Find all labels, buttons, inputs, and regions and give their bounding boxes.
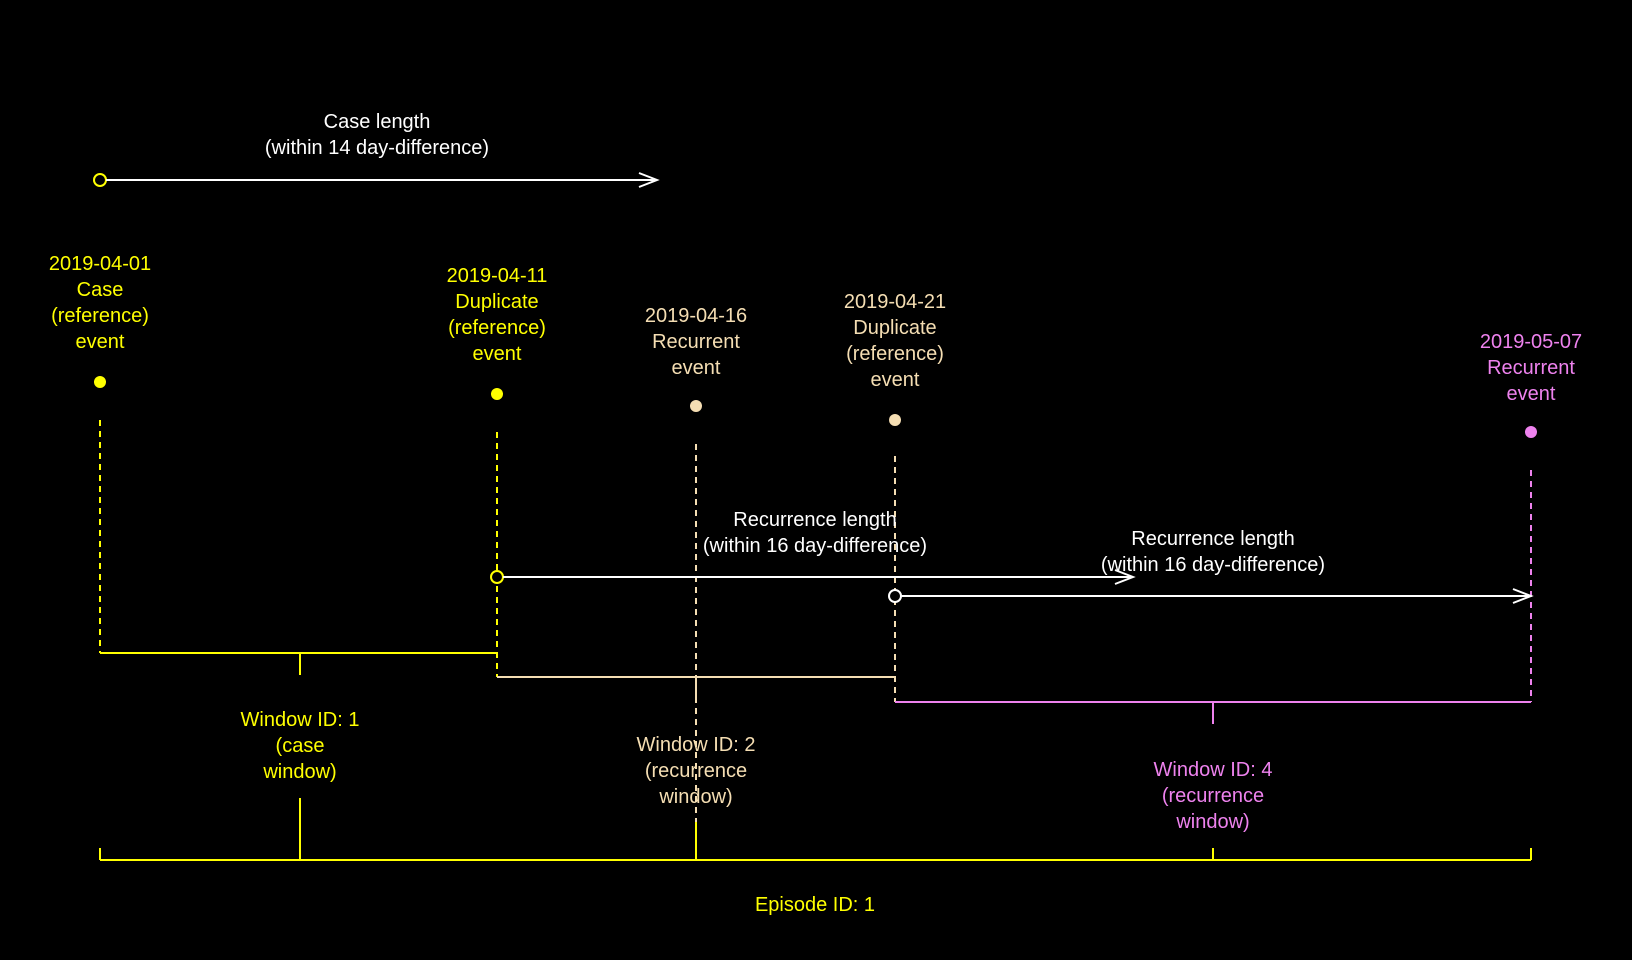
window-label-2-line-2: window) xyxy=(658,786,732,808)
event-label-5-line-2: event xyxy=(1507,383,1556,405)
recurrence-length-1-start-marker xyxy=(490,570,504,584)
event-label-4-line-3: event xyxy=(871,369,920,391)
event-label-1-line-3: event xyxy=(76,331,125,353)
episode-label: Episode ID: 1 xyxy=(755,894,875,916)
event-dot-2 xyxy=(491,388,503,400)
window-label-1-line-1: (case xyxy=(276,735,325,757)
event-label-2-line-2: (reference) xyxy=(448,317,546,339)
window-label-3-line-2: window) xyxy=(1175,811,1249,833)
recurrence-length-2-label-line-0: Recurrence length xyxy=(1131,528,1294,550)
recurrence-length-1-arrow-head xyxy=(1114,569,1136,585)
case-length-label-line-0: Case length xyxy=(324,111,431,133)
window-label-3-line-1: (recurrence xyxy=(1162,785,1264,807)
window-label-2-line-0: Window ID: 2 xyxy=(637,734,756,756)
event-label-4-line-1: Duplicate xyxy=(853,317,936,339)
recurrence-length-2-arrow-head xyxy=(1512,588,1534,604)
event-dot-1 xyxy=(94,376,106,388)
recurrence-length-1-label-line-0: Recurrence length xyxy=(733,509,896,531)
event-label-2-line-0: 2019-04-11 xyxy=(447,265,548,287)
event-label-2-line-1: Duplicate xyxy=(455,291,538,313)
event-dot-4 xyxy=(889,414,901,426)
recurrence-length-2-start-marker xyxy=(888,589,902,603)
window-label-1-line-0: Window ID: 1 xyxy=(241,709,360,731)
event-label-3-line-2: event xyxy=(672,357,721,379)
event-label-5-line-0: 2019-05-07 xyxy=(1480,331,1582,353)
event-label-3-line-1: Recurrent xyxy=(652,331,740,353)
window-label-2-line-1: (recurrence xyxy=(645,760,747,782)
diagram-labels: Case length (within 14 day-difference) 201… xyxy=(49,111,1582,916)
recurrence-length-1-label-line-1: (within 16 day-difference) xyxy=(703,535,927,557)
event-label-1-line-1: Case xyxy=(77,279,124,301)
event-label-5-line-1: Recurrent xyxy=(1487,357,1575,379)
window-label-3-line-0: Window ID: 4 xyxy=(1154,759,1273,781)
case-length-start-marker xyxy=(93,173,107,187)
event-dot-3 xyxy=(690,400,702,412)
event-label-2-line-3: event xyxy=(473,343,522,365)
window-label-1-line-2: window) xyxy=(262,761,336,783)
event-label-1-line-2: (reference) xyxy=(51,305,149,327)
case-length-label-line-1: (within 14 day-difference) xyxy=(265,137,489,159)
event-label-1-line-0: 2019-04-01 xyxy=(49,253,151,275)
event-dot-5 xyxy=(1525,426,1537,438)
event-label-4-line-2: (reference) xyxy=(846,343,944,365)
diagram-lines xyxy=(93,172,1537,861)
event-label-3-line-0: 2019-04-16 xyxy=(645,305,747,327)
case-length-arrow-head xyxy=(638,172,660,188)
recurrence-length-2-label-line-1: (within 16 day-difference) xyxy=(1101,554,1325,576)
event-label-4-line-0: 2019-04-21 xyxy=(844,291,946,313)
